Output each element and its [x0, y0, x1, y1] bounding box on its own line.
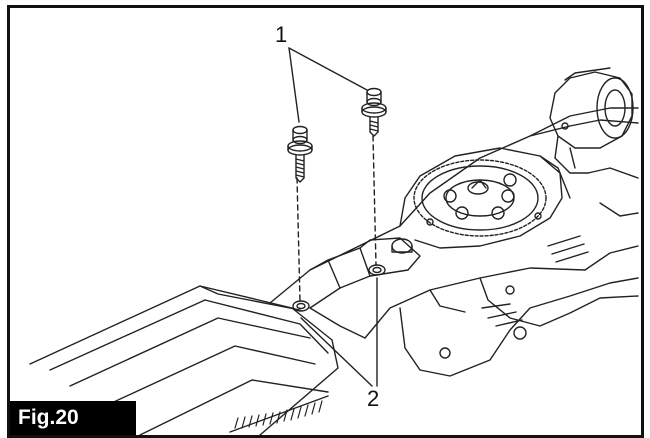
screw-holes [292, 264, 386, 312]
motor-head [539, 67, 634, 199]
housing [269, 107, 639, 377]
callout-1: 1 [275, 22, 288, 47]
screw-right [361, 87, 387, 137]
figure-label: Fig.20 [10, 401, 136, 435]
figure-frame: 1 2 Fig.20 [7, 5, 644, 438]
screw-left [287, 125, 313, 183]
callout-2: 2 [367, 386, 380, 411]
battery-pack [29, 285, 339, 435]
gear-assembly [391, 147, 563, 254]
technical-drawing [29, 47, 639, 435]
